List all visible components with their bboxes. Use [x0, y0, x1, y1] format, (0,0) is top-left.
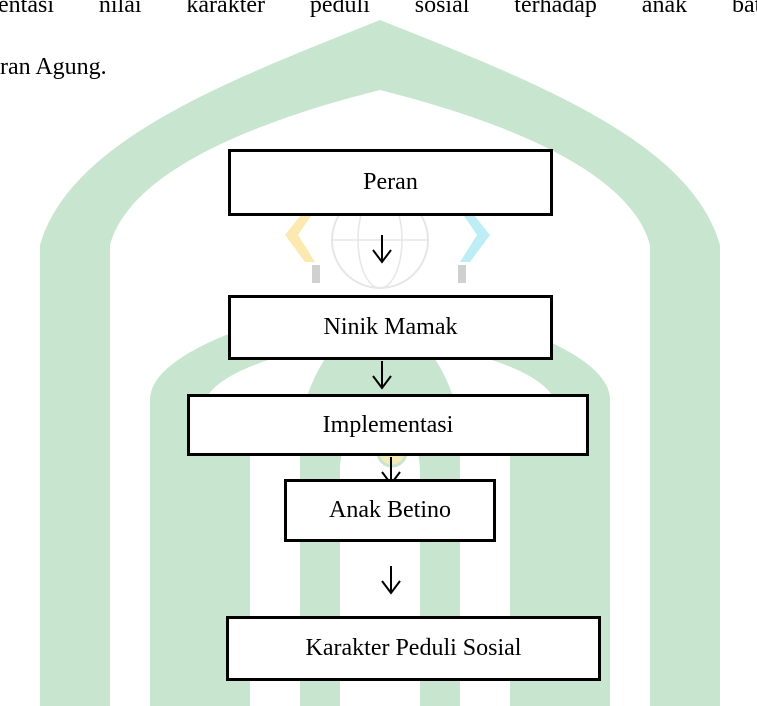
watermark-cyan-chevron [460, 210, 490, 262]
paragraph-word: bati [731, 0, 757, 18]
flow-box-peran: Peran [228, 149, 553, 216]
paragraph-word: karakter [186, 0, 265, 18]
flow-box-anak-betino: Anak Betino [284, 479, 496, 542]
watermark-left-pillar [40, 245, 110, 706]
watermark-dome-band [40, 20, 720, 245]
arrow-down-icon [381, 566, 401, 595]
flow-box-ninik-mamak: Ninik Mamak [228, 295, 553, 360]
watermark-yellow-chevron [285, 210, 315, 262]
paragraph-word: anak [641, 0, 688, 18]
arrow-down-icon [372, 235, 392, 264]
paragraph-line-1: entasi nilai karakter peduli sosial terh… [0, 0, 757, 20]
arrow-down-icon [372, 361, 392, 390]
paragraph-word: nilai [98, 0, 142, 18]
watermark-right-pillar [650, 245, 720, 706]
paragraph-word: entasi [0, 0, 54, 18]
paragraph-word: sosial [414, 0, 470, 18]
watermark-inner-left [150, 400, 250, 706]
paragraph-word: peduli [309, 0, 370, 18]
flow-box-karakter-peduli-sosial: Karakter Peduli Sosial [226, 616, 601, 681]
flow-box-implementasi: Implementasi [187, 394, 589, 456]
paragraph-word: terhadap [514, 0, 597, 18]
paragraph-line-2: ran Agung. [0, 54, 107, 80]
